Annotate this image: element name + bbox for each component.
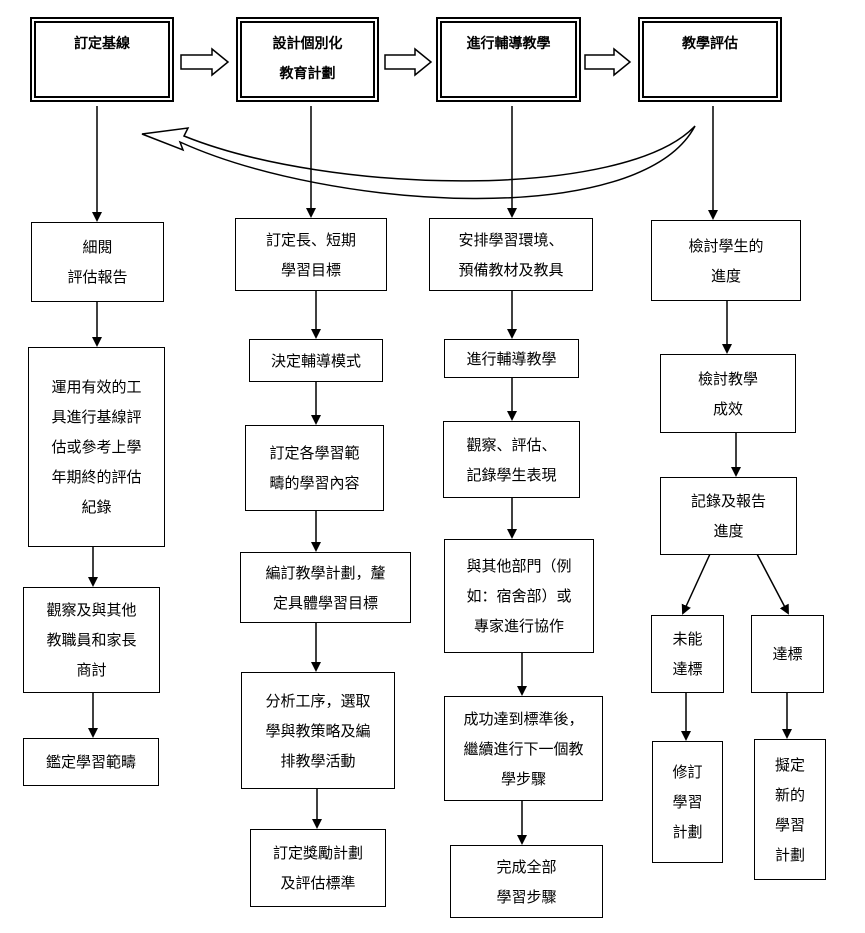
header-design-iep: 設計個別化 教育計劃 xyxy=(236,17,379,102)
header-evaluation: 教學評估 xyxy=(638,17,782,102)
step-complete-all: 完成全部 學習步驟 xyxy=(450,845,603,918)
hollow-arrow-1 xyxy=(180,47,230,77)
arrow xyxy=(681,553,711,615)
step-conduct-tutoring: 進行輔導教學 xyxy=(444,339,579,378)
return-curved-arrow xyxy=(141,125,696,200)
step-baseline-assessment: 運用有效的工 具進行基線評 估或參考上學 年期終的評估 紀錄 xyxy=(28,347,165,547)
step-tutoring-mode: 決定輔導模式 xyxy=(249,339,383,382)
step-observe-record: 觀察、評估、 記錄學生表現 xyxy=(443,421,580,498)
step-consult-staff-parents: 觀察及與其他 教職員和家長 商討 xyxy=(23,587,160,693)
outcome-new-plan: 擬定 新的 學習 計劃 xyxy=(754,739,826,880)
step-reward-criteria: 訂定獎勵計劃 及評估標準 xyxy=(250,829,386,907)
step-review-effectiveness: 檢討教學 成效 xyxy=(660,354,796,433)
step-read-report: 細閱 評估報告 xyxy=(31,222,164,302)
step-teaching-plan: 編訂教學計劃，釐 定具體學習目標 xyxy=(240,552,411,623)
step-learning-content: 訂定各學習範 疇的學習內容 xyxy=(245,425,384,511)
step-review-progress: 檢討學生的 進度 xyxy=(651,220,801,301)
step-record-report: 記錄及報告 進度 xyxy=(660,477,797,555)
arrow xyxy=(756,553,789,615)
branch-not-achieved: 未能 達標 xyxy=(651,615,724,693)
header-baseline: 訂定基線 xyxy=(30,17,174,102)
hollow-arrow-2 xyxy=(384,47,433,77)
header-tutoring: 進行輔導教學 xyxy=(436,17,581,102)
step-collaborate: 與其他部門（例 如：宿舍部）或 專家進行協作 xyxy=(444,539,594,653)
step-long-short-goals: 訂定長、短期 學習目標 xyxy=(235,218,387,291)
outcome-revise-plan: 修訂 學習 計劃 xyxy=(652,741,723,863)
hollow-arrow-3 xyxy=(584,47,632,77)
step-next-teaching-step: 成功達到標準後， 繼續進行下一個教 學步驟 xyxy=(444,696,603,801)
step-identify-domain: 鑑定學習範疇 xyxy=(23,738,159,786)
branch-achieved: 達標 xyxy=(751,615,824,693)
step-arrange-environment: 安排學習環境、 預備教材及教具 xyxy=(429,218,593,291)
step-task-analysis: 分析工序，選取 學與教策略及編 排教學活動 xyxy=(241,672,395,789)
